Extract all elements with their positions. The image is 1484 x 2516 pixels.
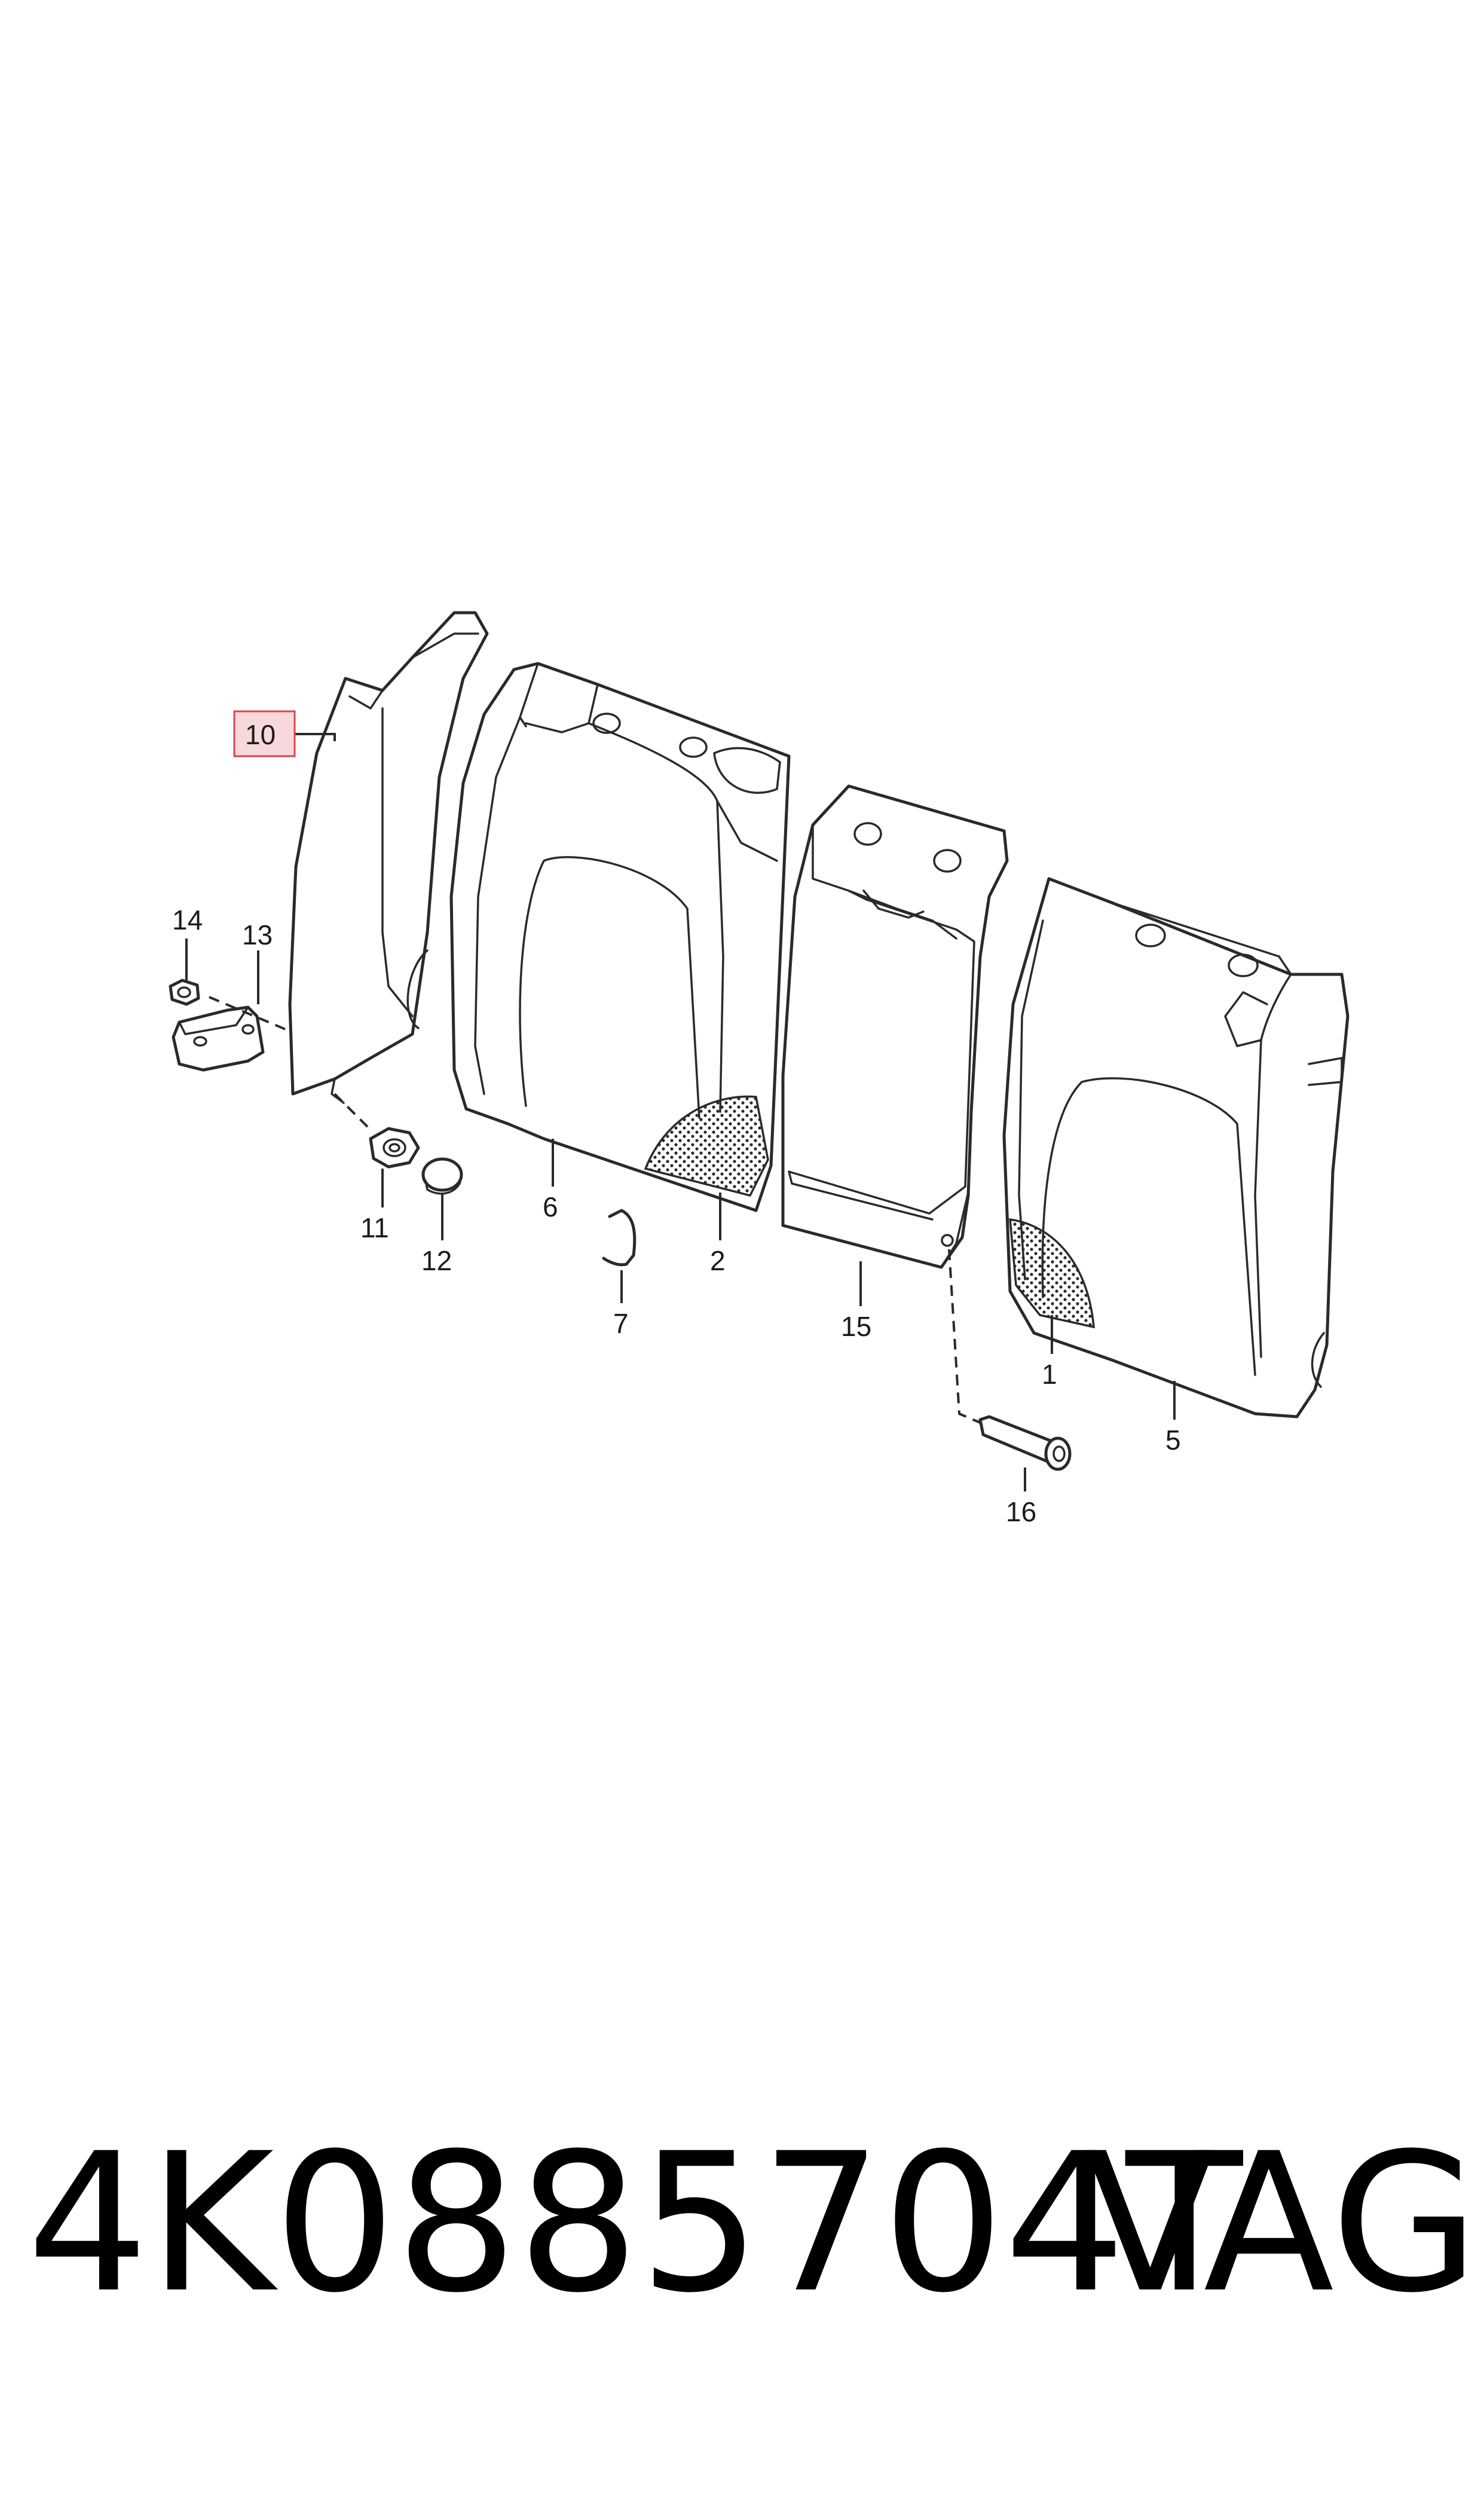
clip-nut-part-11[interactable]	[369, 1127, 420, 1169]
hook-part-7[interactable]	[602, 1209, 637, 1267]
callout-11[interactable]: 11	[360, 1212, 389, 1243]
side-bolster-trim-part-10[interactable]	[288, 611, 489, 1104]
assembly-lines	[209, 996, 981, 1424]
callout-13[interactable]: 13	[242, 919, 273, 950]
callout-7[interactable]: 7	[613, 1308, 629, 1339]
bracket-part-13[interactable]	[172, 1005, 265, 1072]
callout-12[interactable]: 12	[421, 1245, 452, 1276]
callout-10[interactable]: 10	[245, 719, 276, 750]
seat-back-panel-part-5[interactable]	[1002, 877, 1350, 1419]
center-panel-part-15[interactable]	[781, 784, 1009, 1269]
callout-labels: 10 14 13 11 12 6 2 7 15 1 5 16	[172, 719, 1181, 1527]
part-number: 4K0885704T	[27, 2113, 1243, 2335]
cap-part-12[interactable]	[421, 1157, 463, 1195]
callout-14[interactable]: 14	[172, 904, 203, 936]
leader-lines	[185, 733, 1176, 1491]
bolt-part-16[interactable]	[978, 1415, 1072, 1471]
callout-1[interactable]: 1	[1042, 1359, 1057, 1390]
callout-6[interactable]: 6	[543, 1191, 558, 1222]
callout-10-highlight	[233, 710, 296, 757]
brand-name: VAG	[1085, 2113, 1479, 2335]
callout-5[interactable]: 5	[1165, 1424, 1181, 1456]
callout-16[interactable]: 16	[1006, 1496, 1036, 1527]
seat-back-panel-part-6[interactable]	[449, 662, 791, 1212]
callout-2[interactable]: 2	[710, 1245, 726, 1276]
callout-15[interactable]: 15	[841, 1311, 871, 1342]
nut-part-14[interactable]	[169, 979, 200, 1006]
